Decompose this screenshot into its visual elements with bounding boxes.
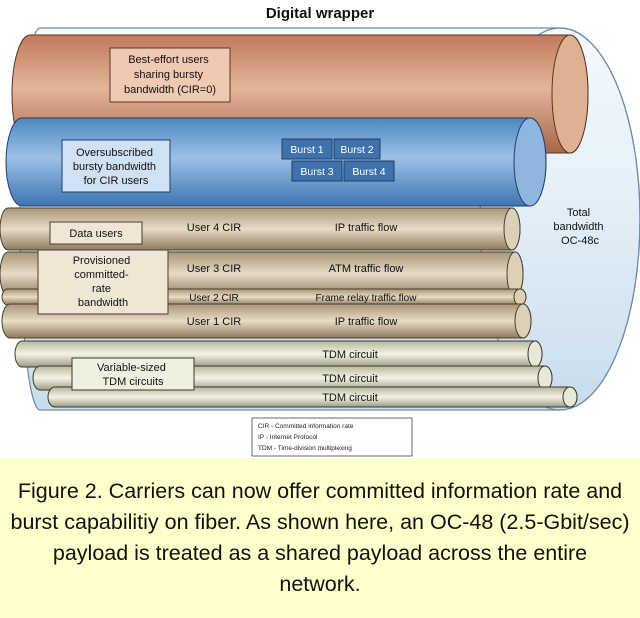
svg-text:Burst 1: Burst 1 — [290, 144, 323, 156]
data-users-header-box — [49, 221, 143, 245]
legend-entry-tdm: TDM - Time-division multiplexing — [258, 445, 352, 452]
best-effort-label-box — [109, 47, 231, 103]
svg-text:Burst 2: Burst 2 — [340, 144, 373, 156]
user-3-flow-label: ATM traffic flow — [329, 263, 404, 275]
user-4-cir-label: User 4 CIR — [187, 222, 241, 234]
provisioned-label-box — [37, 249, 169, 315]
figure-caption: Figure 2. Carriers can now offer committ… — [10, 479, 630, 596]
oversubscribed-label-box — [61, 139, 171, 193]
user-2-cir-label: User 2 CIR — [189, 293, 238, 304]
burst-3-box: Burst 3 — [291, 160, 343, 182]
diagram-title: Digital wrapper — [266, 5, 375, 22]
user-1-flow-label: IP traffic flow — [335, 316, 398, 328]
provisioned-label: Provisioned committed- rate bandwidth — [73, 255, 134, 309]
tdm-circuit-1-label: TDM circuit — [322, 349, 378, 361]
data-users-header: Data users — [69, 228, 123, 240]
burst-4-box: Burst 4 — [343, 160, 395, 182]
burst-1-box: Burst 1 — [281, 138, 333, 160]
legend-entry-ip: IP - Internet Protocol — [258, 434, 318, 441]
legend-box — [251, 417, 413, 457]
tdm-tube-3 — [47, 386, 578, 408]
tdm-circuit-2-label: TDM circuit — [322, 373, 378, 385]
tdm-circuit-3-label: TDM circuit — [322, 392, 378, 404]
svg-text:Burst 3: Burst 3 — [300, 166, 333, 178]
user-2-flow-label: Frame relay traffic flow — [316, 293, 418, 304]
user-1-cir-label: User 1 CIR — [187, 316, 241, 328]
legend-entry-cir: CIR - Committed information rate — [258, 423, 354, 430]
tdm-label: Variable-sized TDM circuits — [97, 362, 169, 388]
user-4-flow-label: IP traffic flow — [335, 222, 398, 234]
user-3-cir-label: User 3 CIR — [187, 263, 241, 275]
digital-wrapper-diagram: Digital wrapper Best-effort users sharin… — [0, 5, 640, 457]
total-bandwidth-label: Total bandwidth OC-48c — [553, 207, 606, 247]
svg-text:Burst 4: Burst 4 — [352, 166, 385, 178]
oversubscribed-label: Oversubscribed bursty bandwidth for CIR … — [73, 147, 159, 187]
burst-2-box: Burst 2 — [333, 138, 381, 160]
tdm-label-box — [71, 357, 195, 391]
best-effort-label: Best-effort users sharing bursty bandwid… — [124, 54, 216, 96]
caption-box: Figure 2. Carriers can now offer committ… — [0, 458, 640, 618]
